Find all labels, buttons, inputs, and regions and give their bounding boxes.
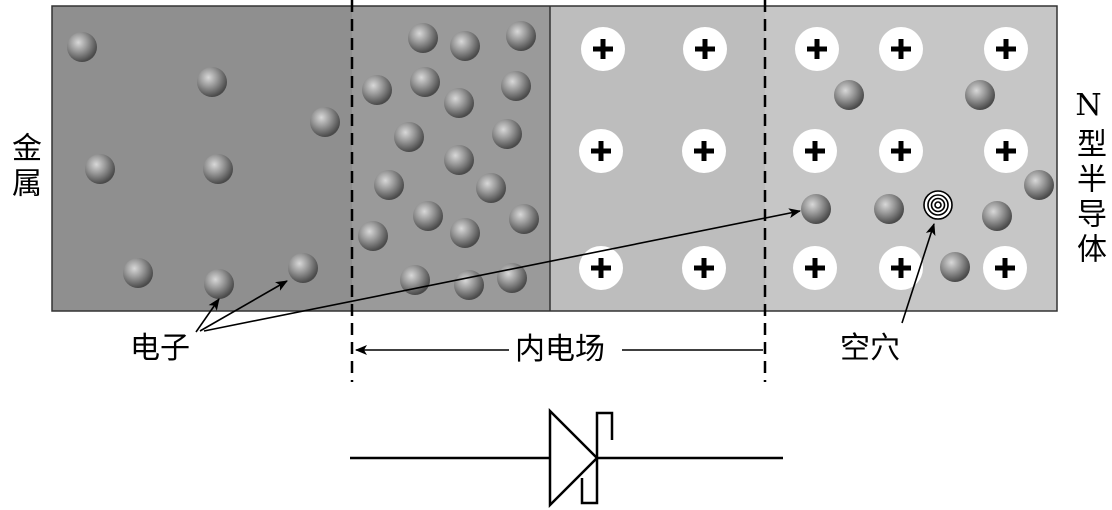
electron-icon	[476, 173, 506, 203]
electron-pointer-arrow	[199, 280, 288, 332]
electron-icon	[450, 31, 480, 61]
electron-icon	[509, 204, 539, 234]
positive-ion-icon	[879, 129, 923, 173]
electron-icon	[410, 67, 440, 97]
electron-icon	[940, 252, 970, 282]
electron-icon	[362, 75, 392, 105]
schottky-diode-icon	[350, 407, 783, 509]
electron-icon	[874, 194, 904, 224]
electron-icon	[288, 253, 318, 283]
positive-ion-icon	[682, 246, 726, 290]
electron-icon	[67, 32, 97, 62]
positive-ion-icon	[579, 129, 623, 173]
positive-ion-icon	[984, 27, 1028, 71]
positive-ion-icon	[683, 27, 727, 71]
electron-icon	[982, 201, 1012, 231]
electron-icon	[203, 154, 233, 184]
electron-icon	[444, 145, 474, 175]
metal-label: 金属	[6, 132, 41, 202]
positive-ion-icon	[581, 27, 625, 71]
positive-ion-icon	[984, 129, 1028, 173]
electron-icon	[834, 80, 864, 110]
electron-icon	[85, 154, 115, 184]
positive-ion-icon	[879, 246, 923, 290]
hole-label: 空穴	[840, 331, 900, 366]
electron-pointer-arrow	[195, 298, 220, 333]
particles-layer	[67, 21, 1054, 300]
electron-icon	[197, 67, 227, 97]
electron-icon	[358, 221, 388, 251]
electron-icon	[310, 107, 340, 137]
electron-icon	[454, 270, 484, 300]
positive-ion-icon	[879, 27, 923, 71]
electron-icon	[394, 122, 424, 152]
positive-ion-icon	[983, 246, 1027, 290]
hole-pointer-arrow	[901, 223, 936, 324]
positive-ion-icon	[682, 129, 726, 173]
electron-icon	[413, 201, 443, 231]
electron-icon	[492, 119, 522, 149]
electron-icon	[408, 23, 438, 53]
electron-icon	[1024, 170, 1054, 200]
electron-icon	[506, 21, 536, 51]
electron-pointer-arrow	[203, 208, 801, 332]
positive-ion-icon	[795, 27, 839, 71]
electron-icon	[123, 258, 153, 288]
electron-icon	[374, 170, 404, 200]
diagram-outline	[51, 5, 1058, 312]
electron-icon	[444, 88, 474, 118]
electron-icon	[965, 80, 995, 110]
electron-icon	[801, 194, 831, 224]
hole-icon	[923, 190, 953, 220]
semiconductor-label: N型半导体	[1071, 88, 1106, 268]
internal-field-label: 内电场	[509, 335, 611, 365]
electron-icon	[450, 218, 480, 248]
positive-ion-icon	[579, 246, 623, 290]
electron-label: 电子	[130, 331, 190, 366]
electron-icon	[204, 269, 234, 299]
positive-ion-icon	[793, 129, 837, 173]
electron-icon	[501, 71, 531, 101]
positive-ion-icon	[793, 246, 837, 290]
